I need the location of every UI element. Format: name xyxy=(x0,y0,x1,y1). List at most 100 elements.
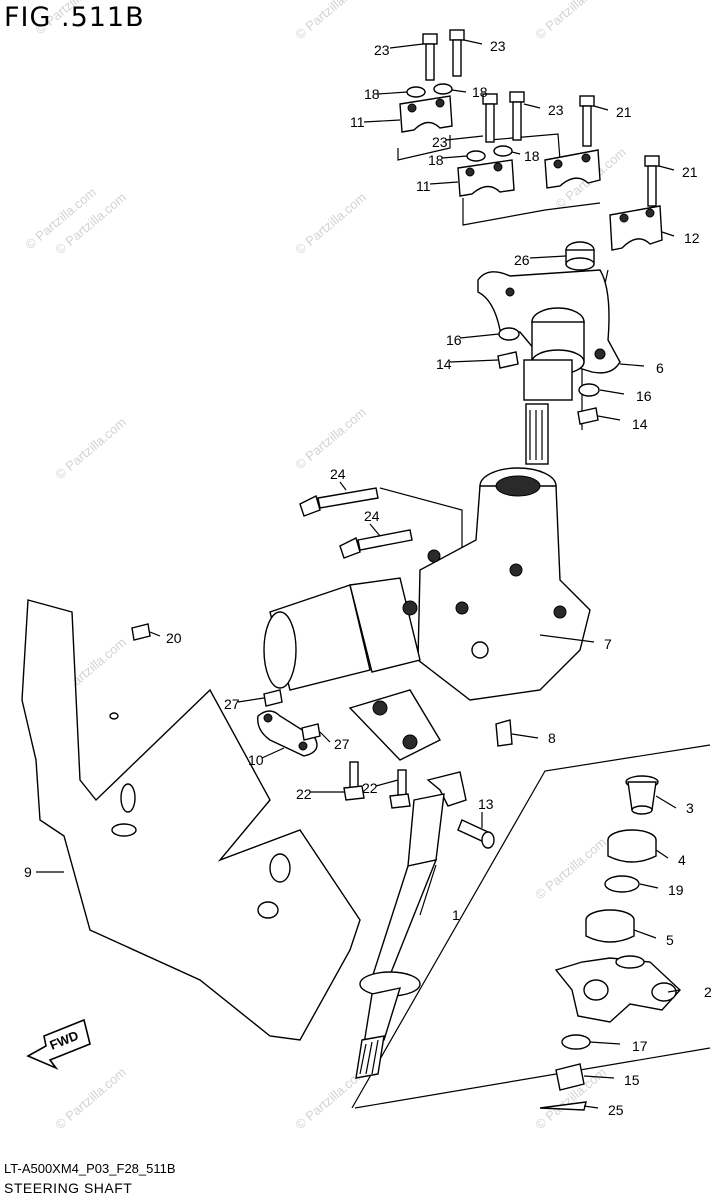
figure-title: FIG .511B xyxy=(4,2,145,33)
leader-line-16 xyxy=(459,333,500,339)
leader-line-24 xyxy=(339,481,347,491)
callout-4: 4 xyxy=(678,852,686,868)
washer-16-b xyxy=(578,383,600,397)
o-ring-19 xyxy=(604,875,640,893)
nut-14-b xyxy=(577,407,599,425)
leader-line-12 xyxy=(661,231,675,237)
washer-18-c xyxy=(466,150,486,162)
leader-line-19 xyxy=(639,883,659,889)
watermark-text: © Partzilla.com xyxy=(532,0,609,42)
leader-line-18 xyxy=(441,155,468,159)
leader-line-10 xyxy=(261,747,285,759)
callout-16: 16 xyxy=(446,332,462,348)
assembly-lines xyxy=(351,133,711,1109)
callout-7: 7 xyxy=(604,636,612,652)
leader-line-22 xyxy=(375,779,399,787)
bearing-5 xyxy=(585,909,635,943)
leader-line-20 xyxy=(149,631,161,637)
leader-line-2 xyxy=(667,989,681,993)
callout-11: 11 xyxy=(416,178,431,194)
leader-line-11 xyxy=(429,181,459,185)
leader-line-11 xyxy=(363,119,401,123)
callout-1: 1 xyxy=(452,907,460,923)
clamp-12 xyxy=(609,205,663,251)
leader-lines xyxy=(36,39,681,1109)
callout-24: 24 xyxy=(364,508,380,524)
callout-22: 22 xyxy=(296,786,312,802)
callout-10: 10 xyxy=(248,752,264,768)
diagram-caption: STEERING SHAFT xyxy=(4,1180,133,1196)
leader-line-27 xyxy=(319,731,331,743)
leader-line-23 xyxy=(389,43,424,49)
steering-shaft-1 xyxy=(355,771,467,1079)
clamp-11-upper xyxy=(399,95,453,133)
washer-18-b xyxy=(433,83,453,95)
collar-26 xyxy=(565,241,595,271)
clamp-upper-right xyxy=(544,149,601,189)
seal-4 xyxy=(607,829,657,863)
bolt-13 xyxy=(457,819,495,849)
clamp-11-lower xyxy=(457,159,515,197)
washer-17 xyxy=(561,1034,591,1050)
watermark-text: © Partzilla.com xyxy=(52,1064,129,1132)
bolt-24-a xyxy=(299,487,379,517)
bolt-24-b xyxy=(339,529,413,559)
callout-23: 23 xyxy=(432,134,448,150)
leader-line-5 xyxy=(633,929,657,939)
steering-cover-9 xyxy=(21,599,361,1041)
lower-bracket xyxy=(348,689,441,761)
bracket-6 xyxy=(477,269,621,401)
watermark-text: © Partzilla.com xyxy=(532,834,609,902)
callout-9: 9 xyxy=(24,864,32,880)
arm-2 xyxy=(554,955,681,1023)
callout-26: 26 xyxy=(514,252,530,268)
watermark-text: © Partzilla.com xyxy=(292,404,369,472)
diagram-code: LT-A500XM4_P03_F28_511B xyxy=(4,1161,176,1176)
callout-18: 18 xyxy=(472,84,488,100)
leader-line-14 xyxy=(597,415,621,421)
leader-line-17 xyxy=(589,1041,621,1045)
callout-27: 27 xyxy=(334,736,350,752)
leader-line-21 xyxy=(593,105,609,111)
callout-27: 27 xyxy=(224,696,240,712)
callout-23: 23 xyxy=(548,102,564,118)
callout-3: 3 xyxy=(686,800,694,816)
callout-6: 6 xyxy=(656,360,664,376)
leader-line-6 xyxy=(619,363,645,367)
leader-line-4 xyxy=(655,849,669,859)
leader-line-23 xyxy=(523,103,541,109)
bolt-23-b xyxy=(449,29,465,77)
eps-motor xyxy=(263,577,421,691)
bolt-23-c xyxy=(482,93,498,143)
nut-15 xyxy=(555,1063,585,1091)
callout-14: 14 xyxy=(632,416,648,432)
bolt-22-a xyxy=(343,761,365,801)
nut-27-b xyxy=(301,723,321,741)
leader-line-23 xyxy=(445,135,484,141)
nut-14-a xyxy=(497,351,519,369)
bolt-22-b xyxy=(389,769,411,809)
upper-shaft-spline xyxy=(525,403,549,465)
leader-line-27 xyxy=(237,697,265,703)
callout-15: 15 xyxy=(624,1072,640,1088)
callout-18: 18 xyxy=(364,86,380,102)
washer-18-d xyxy=(493,145,513,157)
fwd-arrow: FWD xyxy=(26,1018,91,1070)
leader-line-18 xyxy=(451,89,467,93)
callout-22: 22 xyxy=(362,780,378,796)
watermark-text: © Partzilla.com xyxy=(292,0,369,42)
callout-18: 18 xyxy=(428,152,444,168)
bolt-21-a xyxy=(579,95,595,147)
leader-line-7 xyxy=(539,634,595,643)
callout-24: 24 xyxy=(330,466,346,482)
bolt-23-d xyxy=(509,91,525,141)
callout-13: 13 xyxy=(478,796,494,812)
bolt-20 xyxy=(131,623,151,641)
bolt-8 xyxy=(495,719,513,747)
bushing-3 xyxy=(625,775,659,815)
leader-line-15 xyxy=(583,1075,615,1079)
steering-column-7 xyxy=(417,467,591,701)
steering-shaft-diagram: © Partzilla.com © Partzilla.com © Partzill… xyxy=(21,0,712,1132)
plate-10 xyxy=(257,710,318,757)
